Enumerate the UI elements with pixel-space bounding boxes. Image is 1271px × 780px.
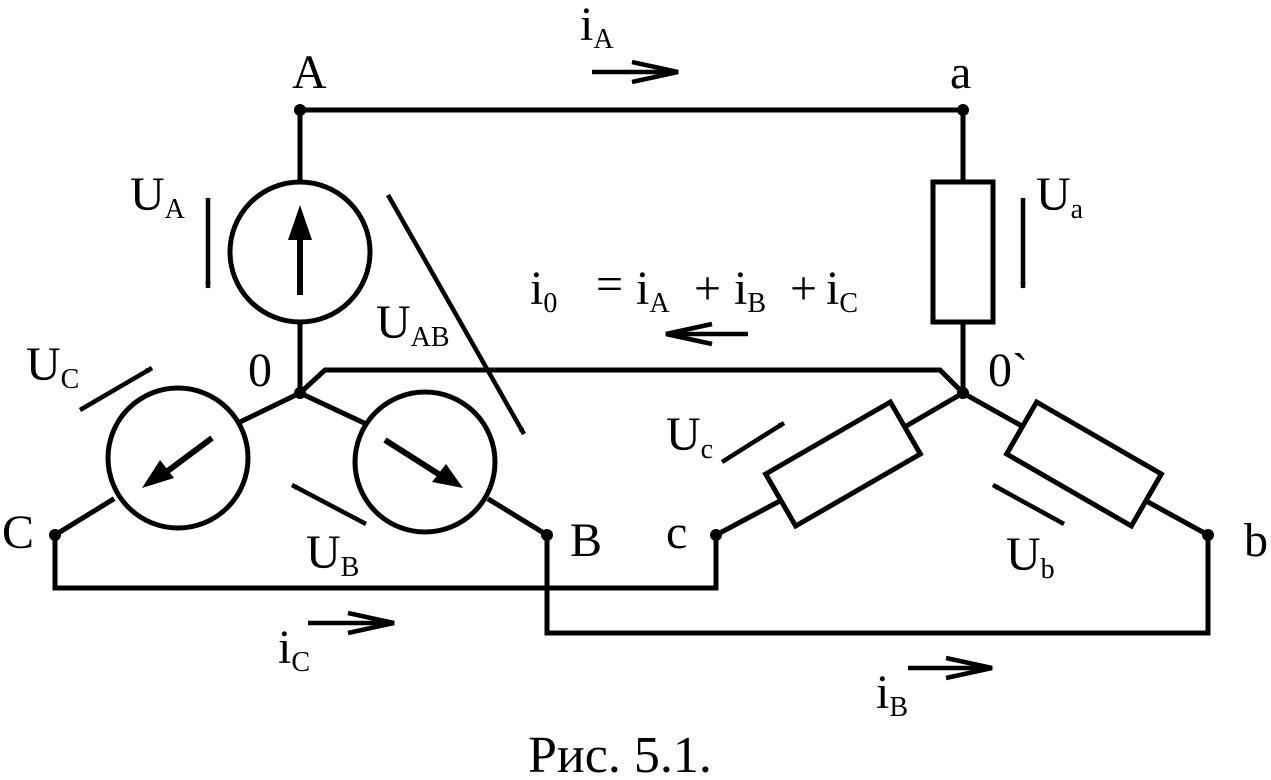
node-label-0: 0 <box>248 344 272 397</box>
wires <box>51 107 1212 636</box>
svg-text:=: = <box>596 258 623 311</box>
source-A <box>227 179 373 325</box>
wire-sourceC-C <box>51 496 116 539</box>
current-arrows <box>308 59 993 681</box>
wire-0p-loadc <box>904 389 967 429</box>
wire-B-b <box>544 532 1211 636</box>
svg-text:i0: i0 <box>530 262 557 319</box>
figure-caption: Рис. 5.1. <box>528 727 712 780</box>
label-UB: UB <box>306 526 359 583</box>
wire-neutral <box>296 367 967 397</box>
arrow-iC <box>308 610 395 636</box>
arrow-UC <box>78 366 154 412</box>
label-iB: iB <box>876 666 908 723</box>
neutral-current-equation: i0 = iA + iB + iC <box>530 258 858 319</box>
load-b <box>1003 398 1165 530</box>
label-UA: UA <box>130 168 186 225</box>
junction-dots <box>49 104 1214 541</box>
node-label-B: B <box>570 514 602 567</box>
svg-text:iC: iC <box>826 262 858 319</box>
node-label-b: b <box>1244 514 1268 567</box>
load-a <box>930 179 996 325</box>
arrow-Ub <box>991 483 1066 526</box>
arrow-iB <box>908 655 993 681</box>
svg-text:iA: iA <box>636 262 670 319</box>
label-Ua: Ua <box>1036 168 1084 225</box>
label-UC: UC <box>26 338 79 395</box>
arrow-Uc <box>720 421 786 464</box>
label-Uc: Uc <box>666 408 713 465</box>
wire-0p-loadb <box>959 389 1024 429</box>
wire-C-c <box>52 532 719 591</box>
node-label-0prime: 0` <box>988 344 1028 397</box>
label-UAB: UAB <box>376 296 450 353</box>
wire-loadc-c <box>712 498 782 539</box>
wire-0-sourceC <box>236 389 304 426</box>
arrow-iA <box>592 59 679 85</box>
source-B <box>352 389 498 535</box>
node-label-c: c <box>666 506 687 559</box>
node-label-A: A <box>292 46 327 99</box>
node-label-C: C <box>2 506 34 559</box>
arrow-UB <box>290 483 368 526</box>
node-label-a: a <box>950 46 971 99</box>
label-iC: iC <box>278 621 310 678</box>
svg-text:+: + <box>694 262 721 315</box>
source-C <box>105 385 251 531</box>
arrow-i0 <box>665 321 748 347</box>
voltage-arrows <box>78 193 1066 526</box>
arrow-UAB <box>386 193 526 436</box>
label-iA: iA <box>580 0 614 55</box>
svg-text:iB: iB <box>734 262 766 319</box>
wire-loadb-b <box>1144 498 1212 539</box>
load-c <box>762 398 924 530</box>
wire-sourceB-B <box>486 496 551 539</box>
label-Ub: Ub <box>1006 528 1055 585</box>
svg-text:+: + <box>790 262 817 315</box>
wire-0-sourceB <box>296 389 366 426</box>
